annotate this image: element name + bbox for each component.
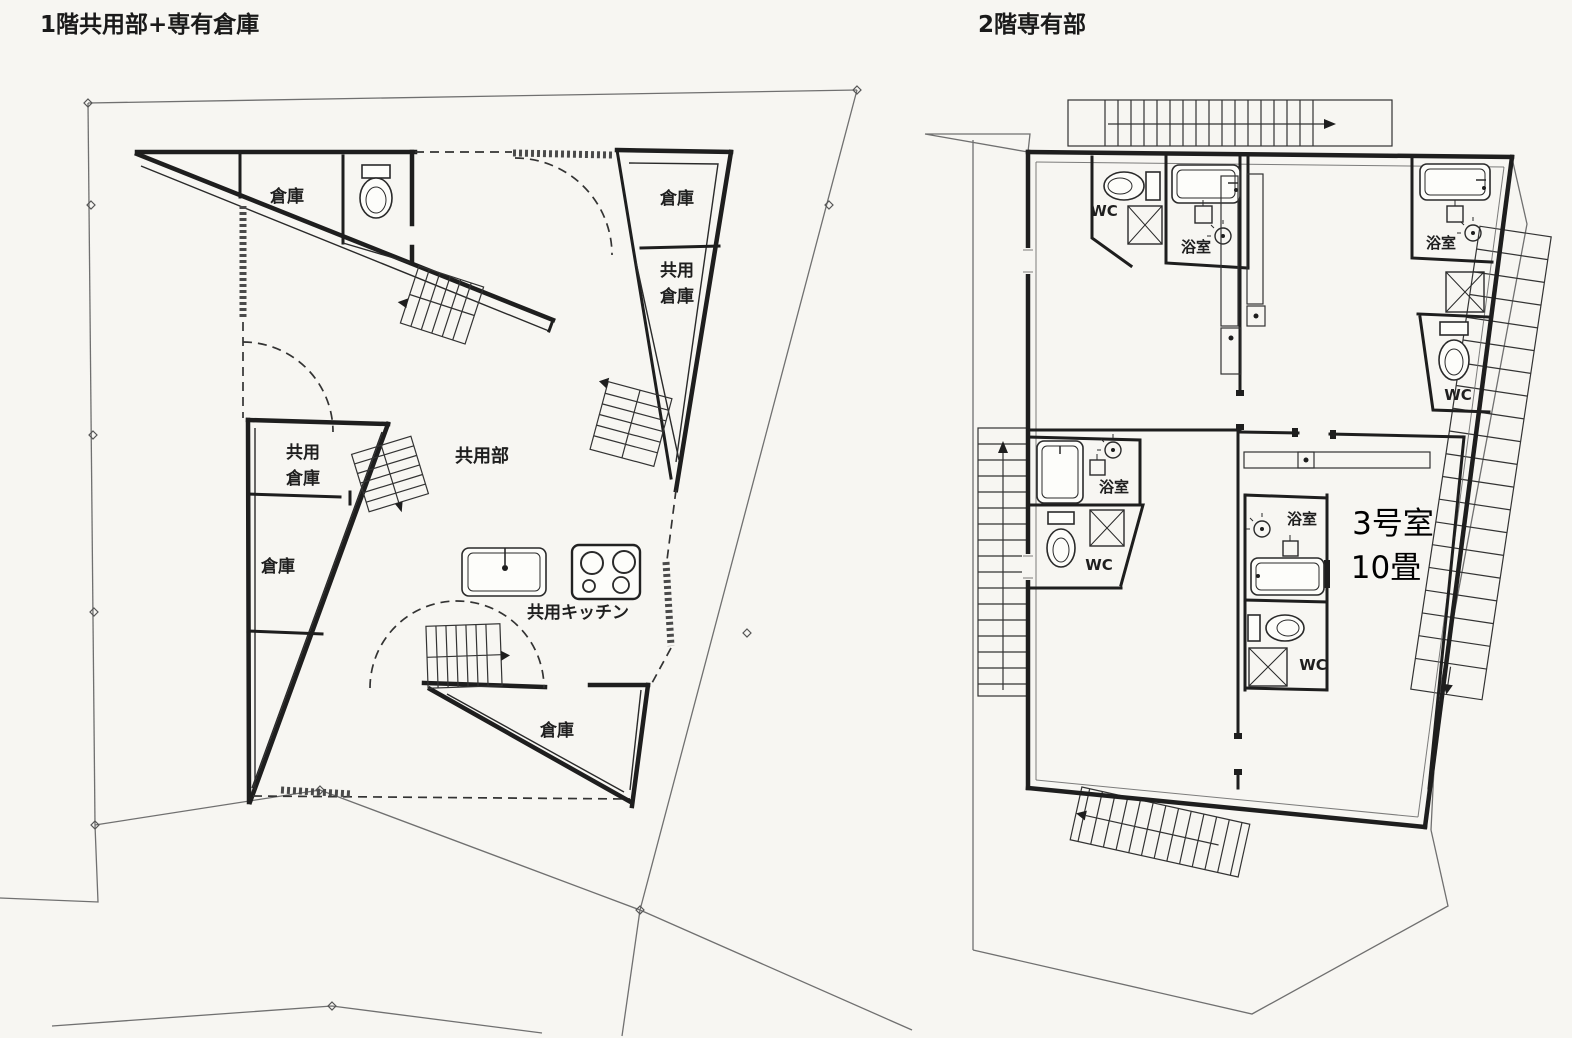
washbasin-icon: [1089, 454, 1106, 476]
room-number-label: 3号室: [1352, 506, 1434, 542]
stairs-bottom: [1069, 786, 1251, 878]
washer-box-icon: [1089, 509, 1125, 547]
right-plan-title: 2階専有部: [978, 11, 1086, 38]
unit-top-right-bathroom: 浴室 WC: [1410, 155, 1494, 414]
stairs-right: [1410, 225, 1552, 701]
label-bath: 浴室: [1426, 234, 1456, 252]
unit-mid-left-bathroom: 浴室 WC: [1026, 434, 1145, 590]
bathtub-icon: [1419, 163, 1491, 201]
label-bath: 浴室: [1099, 478, 1129, 496]
label-bath: 浴室: [1287, 510, 1317, 528]
label-wc: WC: [1085, 556, 1113, 574]
room-label-storage-top-right: 倉庫: [659, 188, 694, 209]
bathtub-icon: [1250, 557, 1325, 596]
room-label-storage-bottom: 倉庫: [539, 720, 574, 741]
shower-head-icon: [1097, 434, 1122, 459]
toilet-icon: [1046, 511, 1076, 568]
washbasin-icon: [1446, 200, 1464, 223]
shower-head-icon: [1207, 220, 1232, 245]
boundary-marker-icon: [83, 85, 862, 1011]
bathtub-icon: [1036, 440, 1084, 504]
washbasin-icon: [1194, 200, 1213, 224]
site-boundary-left: [0, 85, 913, 1037]
stairs-icon: [977, 99, 1552, 878]
room-label-storage-top-left: 倉庫: [269, 186, 304, 207]
toilet-icon: [1247, 614, 1305, 642]
cooktop-icon: [570, 543, 642, 601]
building-walls-2f: [1022, 149, 1515, 830]
room-label-shared-storage-right-1: 共用: [660, 261, 694, 281]
label-wc: WC: [1444, 386, 1472, 404]
room-size-label: 10畳: [1351, 550, 1421, 586]
label-wc: WC: [1090, 202, 1118, 220]
label-wc: WC: [1299, 656, 1327, 674]
shower-head-icon: [1457, 217, 1482, 242]
left-plan-title: 1階共用部+専有倉庫: [40, 11, 259, 38]
toilet-icon: [359, 164, 393, 219]
unit-top-left-bathroom: WC 浴室: [1090, 155, 1250, 270]
stairs-icon: [350, 265, 673, 689]
right-floor-plan: 2階専有部: [924, 11, 1552, 1015]
room-label-shared-storage-left-1: 共用: [286, 443, 320, 463]
room-label-common-area: 共用部: [455, 445, 509, 467]
room-label-shared-kitchen: 共用キッチン: [527, 603, 629, 623]
kitchen-sink-icon: [461, 547, 547, 597]
toilet-icon: [1103, 171, 1161, 201]
building-walls-1f: [134, 147, 734, 809]
unit-center-bathroom: 浴室 WC 3号室 10畳: [1243, 493, 1434, 692]
room-label-storage-left: 倉庫: [260, 556, 295, 577]
shower-head-icon: [1246, 513, 1271, 538]
stairs-top: [1067, 99, 1393, 147]
kitchen-counter: [1220, 173, 1431, 469]
washer-box-icon: [1127, 205, 1163, 245]
left-floor-plan: 1階共用部+専有倉庫: [0, 11, 913, 1037]
washbasin-icon: [1282, 535, 1299, 557]
bathtub-icon: [1171, 164, 1241, 204]
label-bath: 浴室: [1181, 238, 1211, 256]
washer-box-icon: [1248, 647, 1288, 687]
stairs-left: [977, 427, 1029, 697]
toilet-icon: [1438, 321, 1470, 381]
washer-box-icon: [1445, 271, 1485, 313]
room-label-shared-storage-left-2: 倉庫: [285, 468, 320, 489]
door-swing-arc: [242, 157, 613, 689]
room-label-shared-storage-right-2: 倉庫: [659, 286, 694, 307]
